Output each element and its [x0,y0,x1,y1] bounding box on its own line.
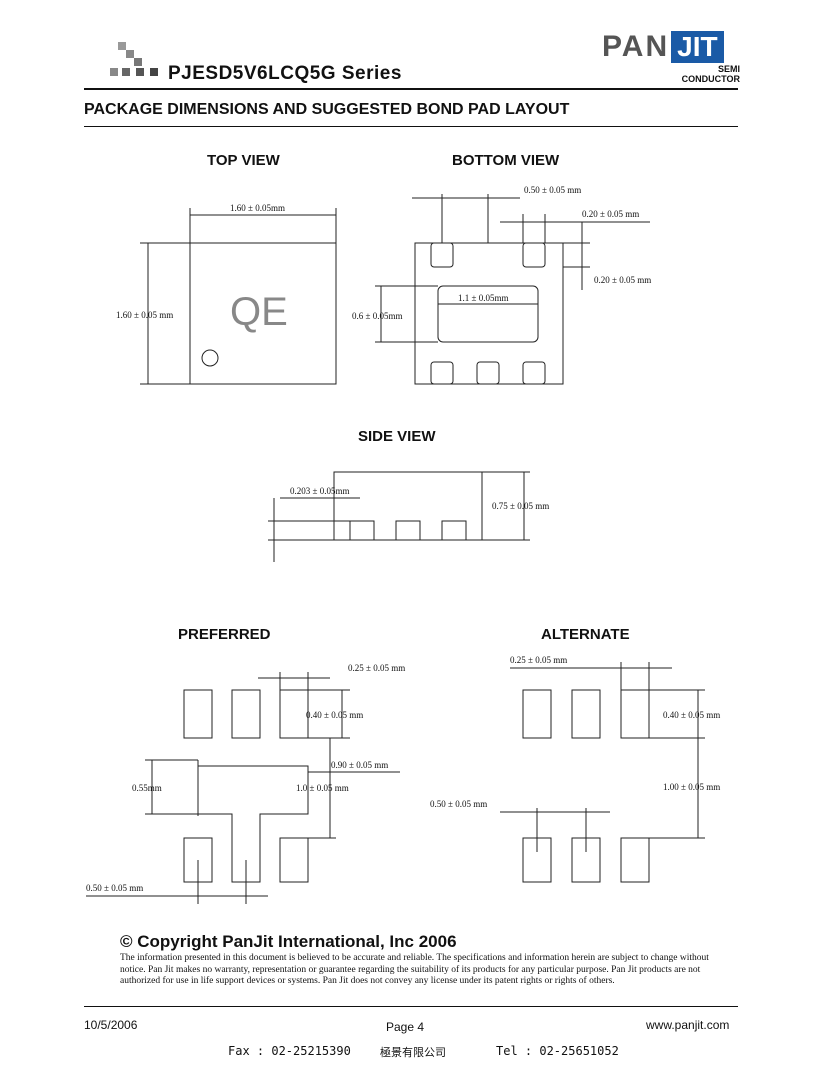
series-title: PJESD5V6LCQ5G Series [168,63,402,84]
footer-date: 10/5/2006 [84,1018,138,1032]
alternate-drawing [500,662,705,883]
bottom-view-title: BOTTOM VIEW [452,152,560,169]
brand-sub-conductor: CONDUCTOR [681,74,740,84]
copyright: © Copyright PanJit International, Inc 20… [120,932,457,951]
side-height-dim: 0.75 ± 0.05 mm [492,501,550,511]
section-rule [84,126,738,127]
preferred-pad-length-dim: 0.40 ± 0.05 mm [306,710,364,720]
top-view-drawing [140,208,337,385]
brand-sub-semi: SEMI [717,64,740,74]
header-rule [84,88,738,90]
preferred-span-dim: 0.90 ± 0.05 mm [331,760,389,770]
brand-sub: SEMI CONDUCTOR [682,64,740,84]
section-title: PACKAGE DIMENSIONS AND SUGGESTED BOND PA… [84,101,570,118]
alternate-pitch-dim: 0.50 ± 0.05 mm [430,799,488,809]
preferred-center-width-dim: 1.0 ± 0.05 mm [296,783,349,793]
disclaimer: The information presented in this docume… [120,953,709,986]
bottom-pad-length-dim: 0.20 ± 0.05 mm [594,275,652,285]
footer-company-cn: 極景有限公司 [380,1046,446,1059]
top-view-title: TOP VIEW [207,152,280,169]
preferred-pitch-dim: 0.50 ± 0.05 mm [86,883,144,893]
footer-fax: Fax : 02-25215390 [228,1044,351,1058]
side-view-title: SIDE VIEW [358,428,436,445]
package-drawings [86,194,705,904]
brand-pan: PAN [602,30,670,63]
alternate-pad-length-dim: 0.40 ± 0.05 mm [663,710,721,720]
preferred-pad-width-dim: 0.25 ± 0.05 mm [348,663,406,673]
alternate-span-dim: 1.00 ± 0.05 mm [663,782,721,792]
footer-rule [84,1006,738,1007]
side-view-drawing [268,471,530,562]
side-lead-dim: 0.203 ± 0.05mm [290,486,350,496]
bottom-pitch-dim: 0.50 ± 0.05 mm [524,185,582,195]
top-height-dim: 1.60 ± 0.05 mm [116,310,174,320]
bottom-center-height-dim: 0.6 ± 0.05mm [352,311,403,321]
bottom-view-drawing [375,194,650,385]
footer-website[interactable]: www.panjit.com [646,1018,730,1032]
footer-tel: Tel : 02-25651052 [496,1044,619,1058]
preferred-title: PREFERRED [178,626,271,643]
bottom-center-width-dim: 1.1 ± 0.05mm [458,293,509,303]
bottom-pad-width-dim: 0.20 ± 0.05 mm [582,209,640,219]
top-width-dim: 1.60 ± 0.05mm [230,203,285,213]
preferred-drawing [86,672,400,904]
marking-code: QE [230,290,288,334]
alternate-title: ALTERNATE [541,626,630,643]
brand-jit: JIT [671,31,724,63]
footer-page: Page 4 [386,1020,425,1034]
logo-squares-icon [108,40,164,80]
alternate-pad-width-dim: 0.25 ± 0.05 mm [510,655,568,665]
preferred-center-height-dim: 0.55mm [132,783,162,793]
